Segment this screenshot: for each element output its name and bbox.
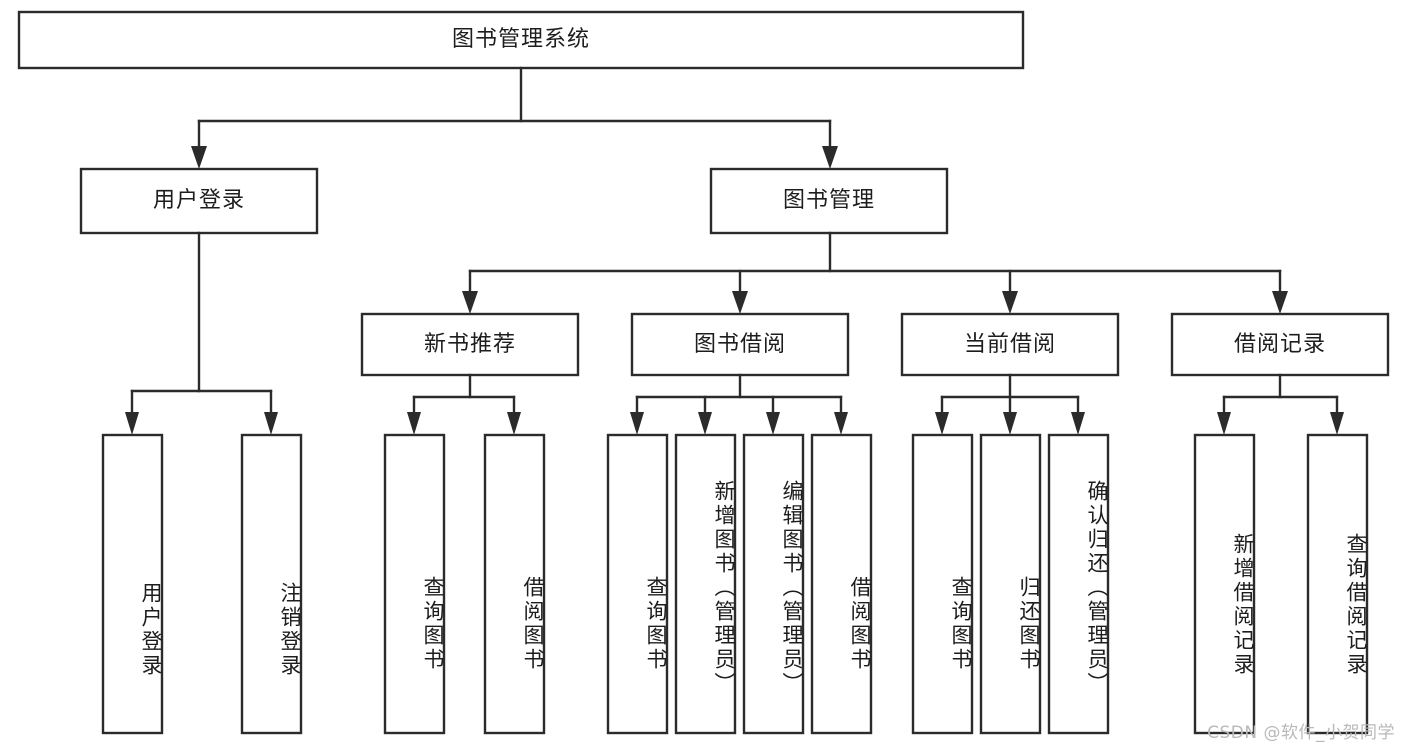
csdn-watermark: CSDN @软件_小贺同学 (1207, 723, 1395, 743)
node-leaf-query-record-box[interactable] (1306, 433, 1369, 735)
node-leaf-user-login-box[interactable] (101, 433, 164, 735)
node-leaf-borrow-book-rec-box[interactable] (483, 433, 546, 735)
arrowhead-current-l3 (1071, 412, 1085, 435)
arrowhead-bookmgmt-c4 (1272, 291, 1288, 314)
arrowhead-borrow-l4 (834, 412, 848, 435)
node-leaf-query-book-cb-box[interactable] (911, 433, 974, 735)
arrowhead-borrow-l3 (766, 412, 780, 435)
node-borrow-records-box[interactable] (1170, 312, 1390, 377)
arrowhead-current-l1 (935, 412, 949, 435)
node-root-box[interactable] (17, 10, 1025, 70)
arrowhead-records-l2 (1330, 412, 1344, 435)
node-leaf-confirm-return-box[interactable] (1047, 433, 1110, 735)
node-leaf-query-book-bb-box[interactable] (606, 433, 669, 735)
arrowhead-login-leaf1 (125, 412, 139, 435)
node-leaf-edit-book-box[interactable] (742, 433, 805, 735)
node-leaf-return-book-box[interactable] (979, 433, 1042, 735)
arrowhead-bookmgmt-c3 (1002, 291, 1018, 314)
node-leaf-logout-box[interactable] (240, 433, 303, 735)
arrowhead-root-to-bookmgmt (822, 146, 838, 169)
node-leaf-add-record-box[interactable] (1193, 433, 1256, 735)
node-leaf-query-book-rec-box[interactable] (383, 433, 446, 735)
arrowhead-borrow-l2 (698, 412, 712, 435)
arrowhead-borrow-l1 (630, 412, 644, 435)
arrowhead-recommend-l2 (507, 412, 521, 435)
arrowhead-bookmgmt-c2 (732, 291, 748, 314)
arrowhead-root-to-login (191, 146, 207, 169)
node-user-login-box[interactable] (79, 167, 319, 235)
node-book-borrow-box[interactable] (630, 312, 850, 377)
arrowhead-current-l2 (1003, 412, 1017, 435)
arrowhead-recommend-l1 (407, 412, 421, 435)
arrowhead-login-leaf2 (264, 412, 278, 435)
arrowhead-bookmgmt-c1 (462, 291, 478, 314)
node-leaf-add-book-box[interactable] (674, 433, 737, 735)
node-current-borrow-box[interactable] (900, 312, 1120, 377)
node-new-book-recommend-box[interactable] (360, 312, 580, 377)
node-book-management-box[interactable] (709, 167, 949, 235)
arrowhead-records-l1 (1217, 412, 1231, 435)
node-leaf-borrow-book-bb-box[interactable] (810, 433, 873, 735)
